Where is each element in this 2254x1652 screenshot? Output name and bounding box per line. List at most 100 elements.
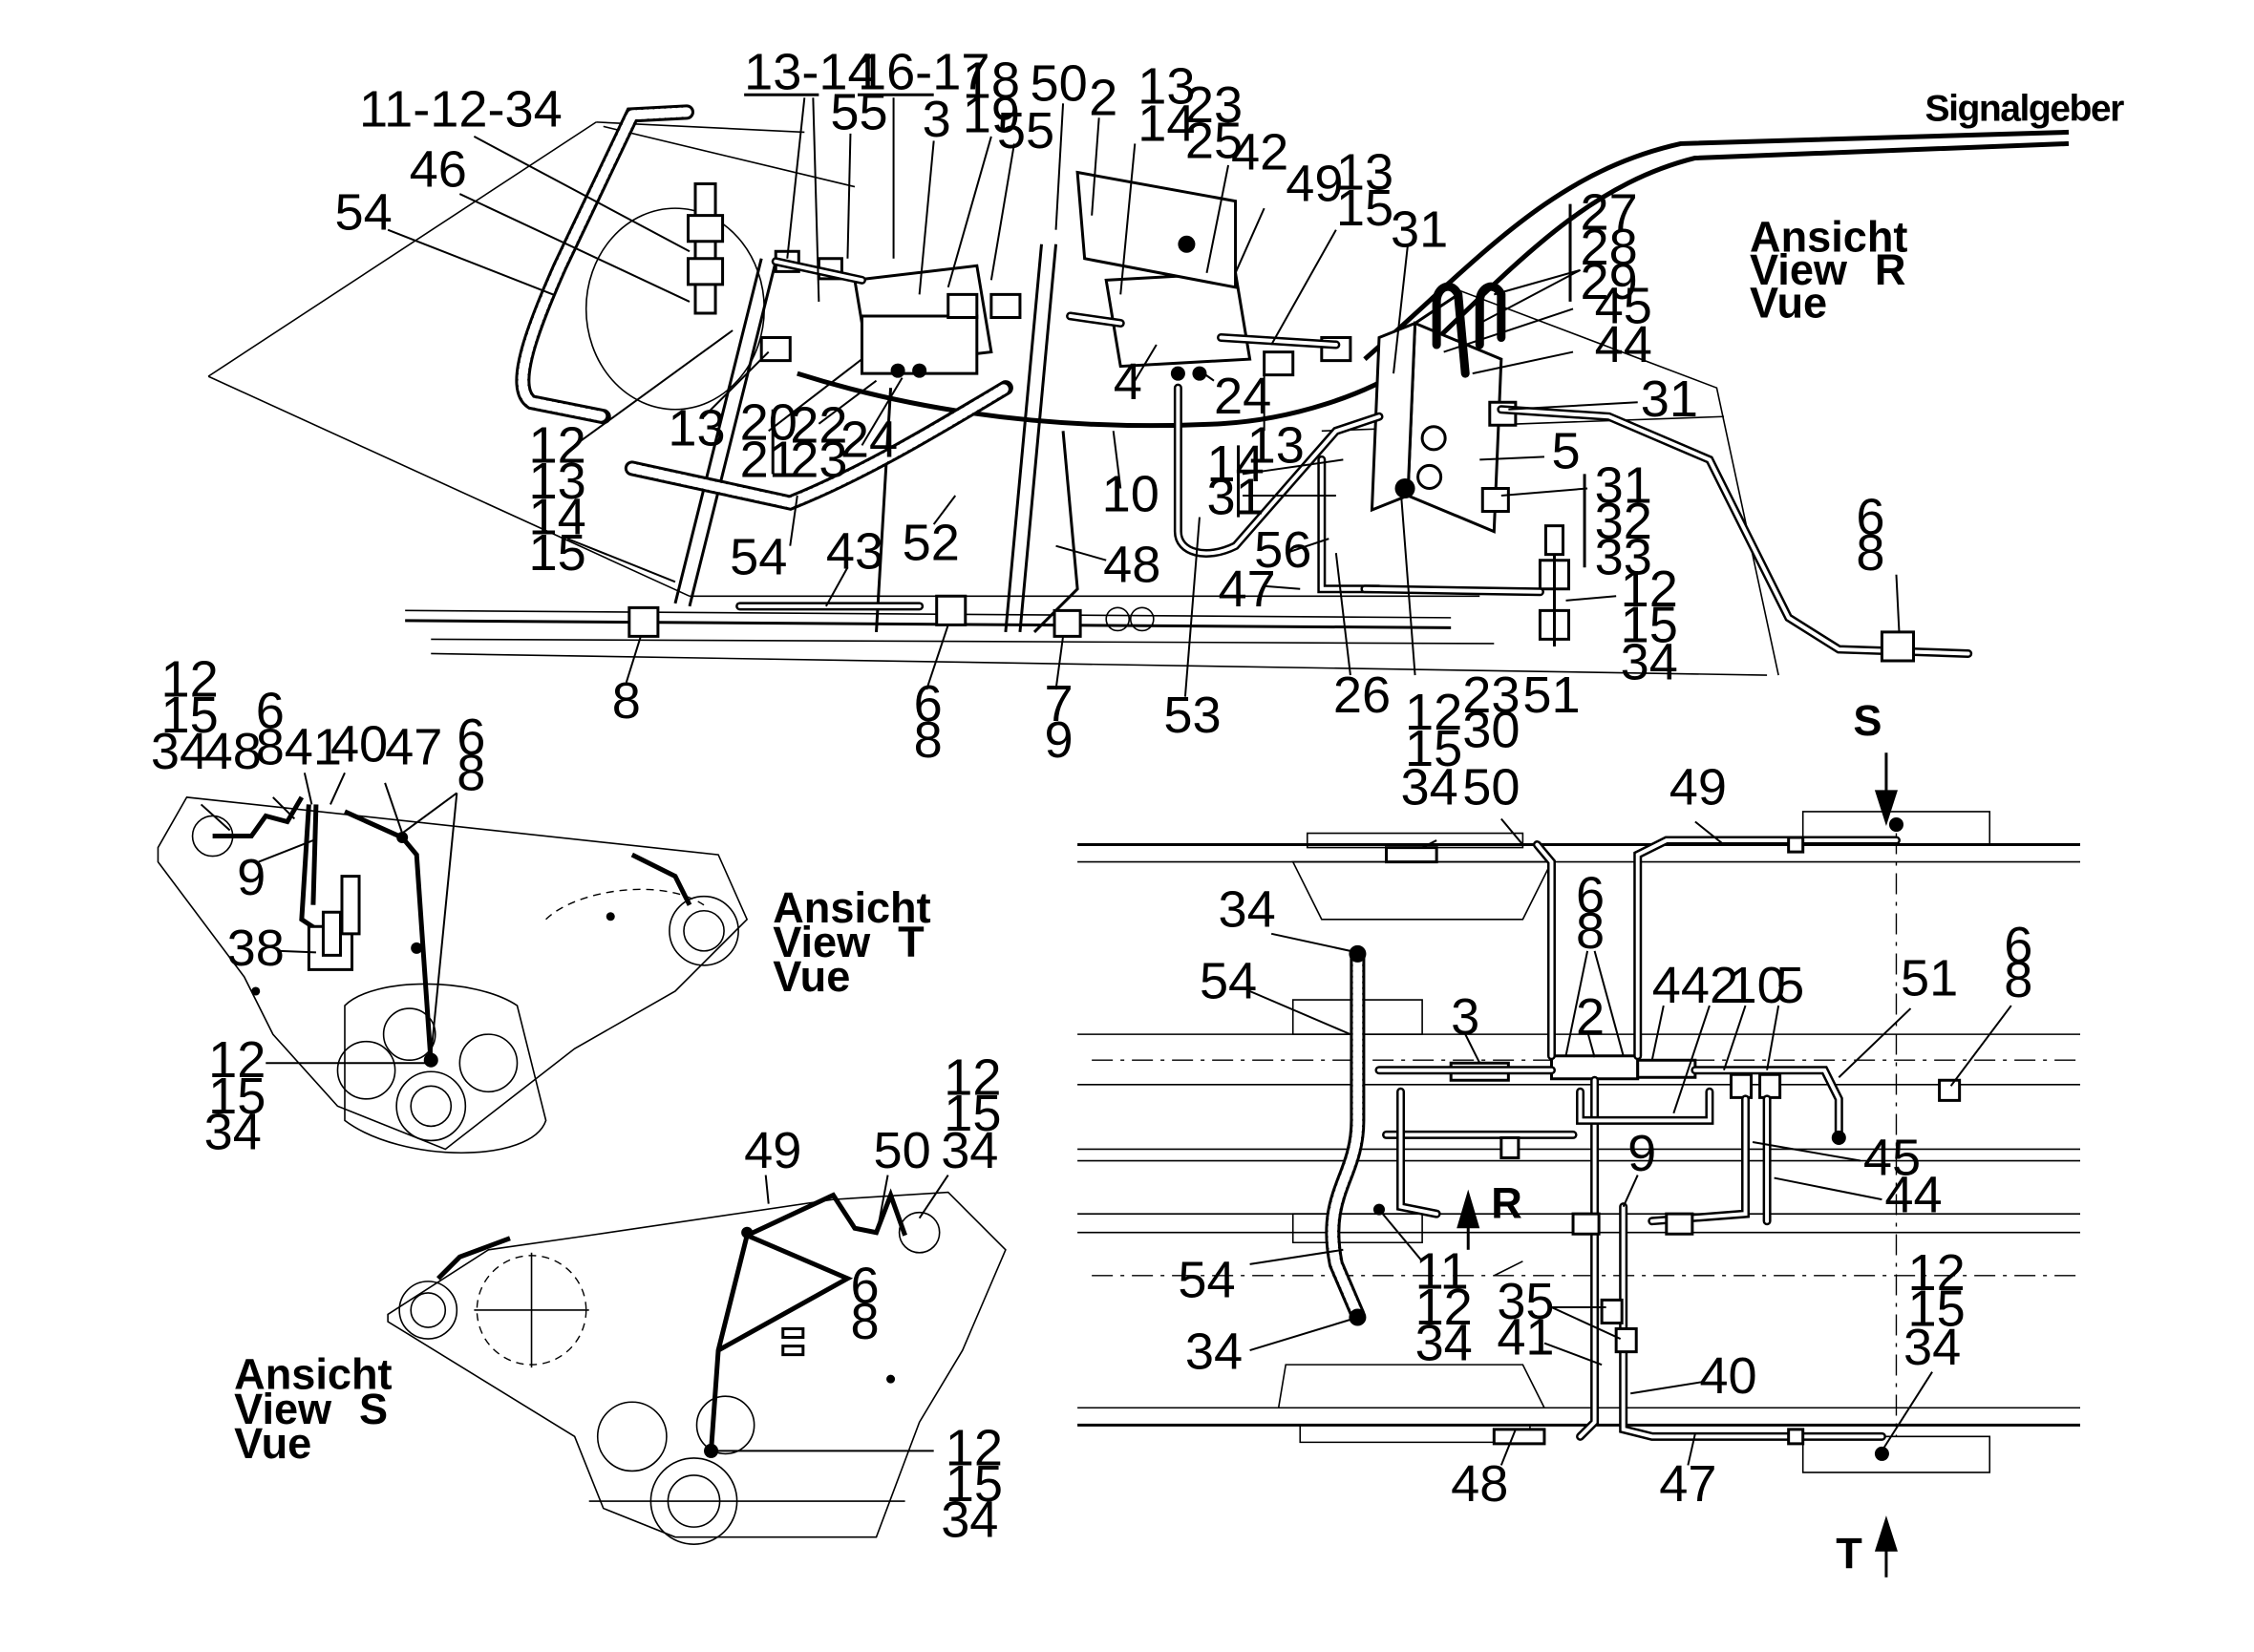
part-number: 49 <box>1669 758 1727 815</box>
part-number: 12 <box>208 1031 266 1089</box>
part-number: 30 <box>1462 701 1520 758</box>
part-number: 48 <box>1451 1455 1508 1513</box>
part-number: 6 <box>457 709 485 766</box>
part-number: 29 <box>1581 253 1638 310</box>
part-number: 34 <box>1219 880 1276 938</box>
part-number: 6 <box>914 675 943 732</box>
part-number: 8 <box>256 718 285 775</box>
view-arrows: S T R <box>1491 696 1882 1578</box>
part-number: 3 <box>923 91 951 148</box>
view-t-line2: View <box>773 918 871 966</box>
part-number: 34 <box>941 1122 998 1179</box>
view-r-caption: Ansicht View R Vue <box>1750 212 1907 327</box>
part-number: 50 <box>1030 54 1087 112</box>
part-number: 51 <box>1522 667 1580 724</box>
part-number: 48 <box>1103 536 1160 593</box>
part-number: 34 <box>1415 1315 1473 1372</box>
part-number: 13 <box>1336 144 1393 201</box>
arrow-s-label: S <box>1853 696 1882 745</box>
part-number: 43 <box>826 523 883 581</box>
part-number: 15 <box>944 1085 1001 1142</box>
part-number: 8 <box>2004 951 2032 1008</box>
part-number: 22 <box>790 396 847 454</box>
part-number: 32 <box>1595 493 1652 550</box>
part-number: 5 <box>1551 422 1580 479</box>
part-number: 8 <box>612 672 641 730</box>
part-number: 15 <box>1336 180 1393 237</box>
part-number: 6 <box>1576 866 1605 923</box>
part-number: 13 <box>1138 57 1195 115</box>
part-number: 23 <box>1185 76 1243 134</box>
part-number: 44 <box>1884 1167 1942 1224</box>
part-number: 14 <box>1206 435 1264 493</box>
part-number: 54 <box>1178 1251 1235 1308</box>
part-number: 54 <box>334 184 392 242</box>
part-number: 46 <box>410 141 467 199</box>
part-number: 4 <box>1114 353 1142 411</box>
part-number: 34 <box>204 1103 262 1160</box>
view-t-letter: T <box>898 918 925 966</box>
part-number: 41 <box>1497 1309 1554 1366</box>
part-number: 48 <box>204 723 262 780</box>
part-number: 31 <box>1391 201 1448 259</box>
part-number: 2 <box>1576 988 1605 1046</box>
part-number: 34 <box>1185 1324 1243 1381</box>
part-number: 7 <box>1045 675 1074 732</box>
part-number: 47 <box>385 718 442 775</box>
view-t-caption: Ansicht View T Vue <box>773 883 930 1001</box>
part-number: 12 <box>529 416 586 474</box>
part-number: 12 <box>1415 1279 1473 1336</box>
part-number: 26 <box>1333 667 1391 724</box>
view-r-line3: Vue <box>1750 278 1827 327</box>
part-number: 8 <box>457 744 485 801</box>
part-number: 6 <box>850 1257 879 1314</box>
part-number: 6 <box>256 683 285 740</box>
part-number: 6 <box>1856 489 1884 546</box>
view-s-drawing <box>388 1175 1006 1545</box>
part-number: 34 <box>1401 758 1458 815</box>
part-number: 50 <box>874 1122 931 1179</box>
part-number: 4 <box>1652 957 1681 1014</box>
part-number: 13 <box>668 399 725 456</box>
part-number: 5 <box>1776 957 1804 1014</box>
part-number: 47 <box>1659 1455 1716 1513</box>
part-number: 55 <box>830 83 887 140</box>
part-number: 45 <box>1595 277 1652 334</box>
part-number: 27 <box>1581 184 1638 242</box>
part-number: 20 <box>740 393 797 451</box>
part-number: 9 <box>237 849 266 906</box>
part-number: 9 <box>1045 711 1074 769</box>
part-number: 44 <box>1595 316 1652 373</box>
part-number: 12 <box>1405 684 1462 741</box>
part-numbers-top: 11-12-34 46 54 13-14 16-17 55 3 18 19 55… <box>334 43 1884 769</box>
part-number: 15 <box>1621 596 1678 653</box>
part-number: 12 <box>946 1419 1003 1476</box>
part-number: 19 <box>963 86 1020 143</box>
view-s-line1: Ansicht <box>234 1350 392 1399</box>
part-number: 33 <box>1595 529 1652 586</box>
part-number: 41 <box>285 718 342 775</box>
part-number: 23 <box>790 431 847 488</box>
view-t-drawing <box>158 773 747 1153</box>
part-number: 16-17 <box>858 43 989 100</box>
view-r-line1: Ansicht <box>1750 212 1907 261</box>
part-number: 45 <box>1863 1130 1921 1187</box>
part-number: 15 <box>529 524 586 582</box>
part-number: 15 <box>946 1455 1003 1513</box>
part-number: 47 <box>1219 561 1276 618</box>
part-number: 13-14 <box>744 43 876 100</box>
view-t-line1: Ansicht <box>773 883 930 932</box>
view-s-letter: S <box>359 1385 388 1433</box>
plan-view-drawing <box>1077 752 2080 1577</box>
part-number: 51 <box>1901 950 1958 1007</box>
part-number: 2 <box>1089 69 1117 126</box>
part-number: 31 <box>1641 371 1698 428</box>
view-s-caption: Ansicht View S Vue <box>234 1350 392 1468</box>
part-number: 8 <box>850 1293 879 1350</box>
part-number: 25 <box>1185 112 1243 169</box>
part-number: 8 <box>914 711 943 769</box>
part-number: 3 <box>1451 988 1479 1046</box>
view-r-letter: R <box>1875 245 1906 294</box>
view-t-line3: Vue <box>773 952 850 1001</box>
